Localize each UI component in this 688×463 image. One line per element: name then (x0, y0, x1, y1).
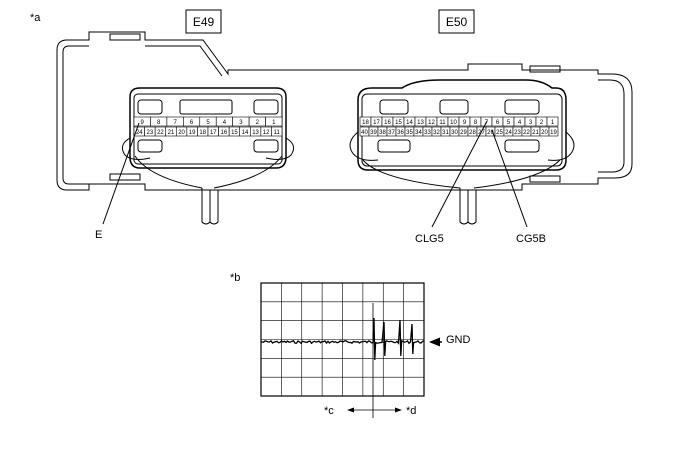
e50-pin-number: 5 (507, 120, 511, 126)
marker-d-label: *d (406, 405, 416, 417)
e49-pin-number: 3 (239, 120, 243, 126)
e49-pin-number: 22 (157, 130, 164, 136)
e50-pin-number: 31 (442, 130, 449, 136)
e49-pin-number: 1 (272, 120, 276, 126)
e50-pin-cell (548, 126, 559, 137)
e50-pin-number: 18 (362, 120, 369, 126)
e50-pin-number: 22 (523, 130, 530, 136)
wire-harness (134, 155, 561, 225)
e50-pin-number: 14 (406, 120, 413, 126)
e50-pin-number: 27 (478, 130, 485, 136)
e50-pin-number: 8 (474, 120, 478, 126)
gnd-label: GND (446, 334, 471, 346)
e50-pin-number: 16 (384, 120, 391, 126)
e49-pin-number: 14 (242, 130, 249, 136)
e49-pin-number: 17 (210, 130, 217, 136)
e50-pin-number: 35 (406, 130, 413, 136)
e50-pin-number: 29 (460, 130, 467, 136)
ecu-housing (56, 31, 633, 191)
e49-pin-number: 24 (136, 130, 143, 136)
e50-pin-number: 12 (428, 120, 435, 126)
e49-pin-number: 23 (147, 130, 154, 136)
e49-pin-number: 7 (173, 120, 177, 126)
marker-c-label: *c (324, 405, 334, 417)
e50-pin-number: 28 (469, 130, 476, 136)
e50-pin-number: 21 (532, 130, 539, 136)
e50-name-box: E50 (438, 9, 475, 34)
time-span-arrow (347, 407, 402, 413)
e49-pin-number: 18 (199, 130, 206, 136)
e50-pin-number: 37 (388, 130, 395, 136)
e50-pin-number: 39 (370, 130, 377, 136)
e50-pin-number: 7 (485, 120, 489, 126)
e49-pin-number: 11 (274, 130, 281, 136)
e49-pin-number: 19 (189, 130, 196, 136)
e49-pin-number: 13 (252, 130, 259, 136)
e50-pin-number: 20 (541, 130, 548, 136)
e50-pin-number: 10 (450, 120, 457, 126)
e49-pin-number: 6 (190, 120, 194, 126)
e50-pin-number: 9 (463, 120, 467, 126)
e50-pin-number: 24 (505, 130, 512, 136)
e50-pin-number: 36 (397, 130, 404, 136)
e50-pin-number: 13 (417, 120, 424, 126)
e49-pin-number: 4 (223, 120, 227, 126)
oscilloscope-screen (260, 282, 425, 418)
e49-pin-number: 21 (168, 130, 175, 136)
gnd-marker (429, 337, 442, 347)
e49-pin-number: 9 (141, 120, 145, 126)
e49-pin-cell (271, 126, 283, 137)
e50-pin-number: 11 (439, 120, 446, 126)
e50-pin-number: 6 (496, 120, 500, 126)
waveform-trace (261, 317, 425, 361)
terminal-clg5-label: CLG5 (415, 233, 444, 245)
e50-pin-number: 32 (433, 130, 440, 136)
e50-pin-number: 2 (540, 120, 544, 126)
e50-pin-number: 23 (514, 130, 521, 136)
e50-pin-number: 30 (451, 130, 458, 136)
e50-pin-number: 25 (496, 130, 503, 136)
e49-label: E49 (193, 15, 215, 29)
e50-pin-number: 26 (487, 130, 494, 136)
e50-pin-number: 33 (424, 130, 431, 136)
e49-pin-number: 12 (263, 130, 270, 136)
terminal-pointers (102, 120, 528, 228)
e49-pin-number: 5 (206, 120, 210, 126)
e49-pin-number: 8 (157, 120, 161, 126)
e50-pin-number: 40 (361, 130, 368, 136)
e50-pin-number: 15 (395, 120, 402, 126)
e50-pin-number: 4 (518, 120, 522, 126)
e50-pin-number: 1 (551, 120, 555, 126)
terminal-cg5b-label: CG5B (516, 233, 546, 245)
e49-pin-number: 15 (231, 130, 238, 136)
figure-a-label: *a (30, 12, 41, 24)
terminal-e-label: E (95, 229, 102, 241)
e50-pin-number: 38 (379, 130, 386, 136)
e49-pin-cell (265, 116, 283, 127)
e50-pin-cell (546, 116, 559, 127)
e50-pin-number: 34 (415, 130, 422, 136)
e50-pin-number: 19 (550, 130, 557, 136)
e49-pin-number: 16 (221, 130, 228, 136)
e50-pin-number: 17 (373, 120, 380, 126)
e49-pin-number: 20 (178, 130, 185, 136)
e50-pins: 1817161514131211109876543214039383736353… (359, 116, 559, 137)
e50-pin-number: 3 (529, 120, 533, 126)
e49-name-box: E49 (185, 9, 222, 34)
e49-pin-number: 2 (256, 120, 260, 126)
figure-b-label: *b (230, 272, 240, 284)
e50-label: E50 (446, 15, 468, 29)
